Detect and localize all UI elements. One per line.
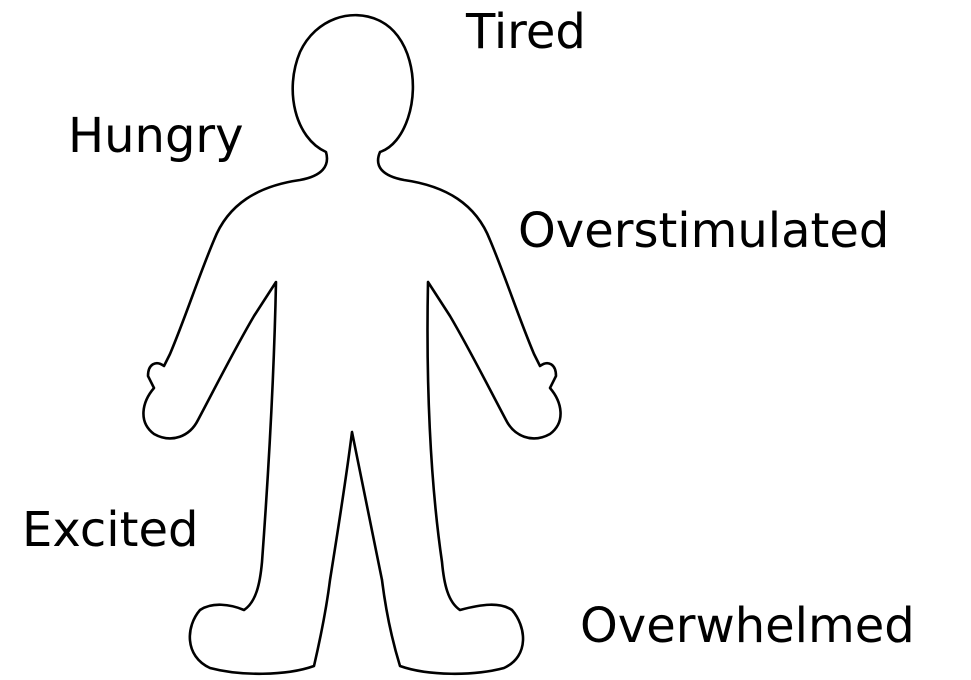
label-overwhelmed: Overwhelmed xyxy=(580,602,915,650)
label-overstimulated: Overstimulated xyxy=(518,207,889,255)
label-excited: Excited xyxy=(22,506,198,554)
label-hungry: Hungry xyxy=(68,112,244,160)
label-tired: Tired xyxy=(466,8,586,56)
